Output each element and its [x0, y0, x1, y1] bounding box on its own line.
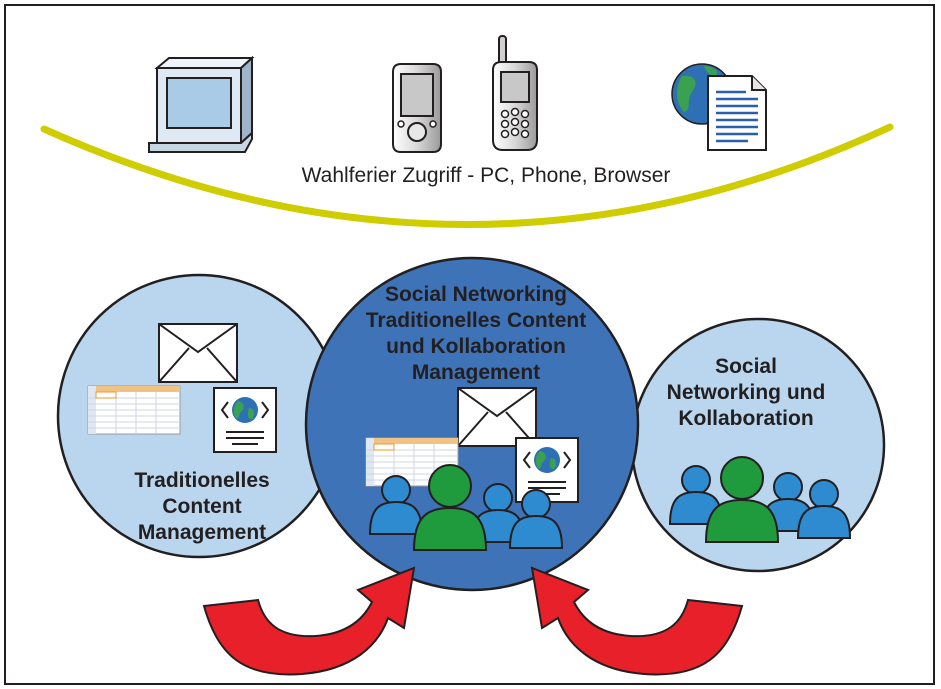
center-circle-label: Social Networking Traditionelles Content…	[336, 282, 616, 386]
center-label-line: Traditionelles Content	[365, 309, 587, 332]
center-label-line: Management	[411, 361, 541, 384]
right-label-line: Social	[715, 355, 777, 378]
diagram-canvas	[40, 35, 894, 676]
right-label-line: Kollaboration	[678, 407, 814, 430]
right-red-arrow	[530, 566, 744, 676]
center-label-line: Social Networking	[384, 283, 568, 306]
right-label-line: Networking und	[666, 381, 826, 404]
pda-icon	[392, 63, 442, 153]
diagram-frame: Wahlferier Zugriff - PC, Phone, Browser …	[4, 4, 935, 685]
center-label-line: und Kollaboration	[386, 335, 566, 358]
left-label-line: Content	[162, 495, 242, 518]
center-circle	[304, 256, 640, 592]
left-label-line: Traditionelles	[134, 469, 270, 492]
left-circle-label: Traditionelles Content Management	[92, 468, 312, 546]
access-arc	[40, 123, 894, 228]
web-document-icon	[671, 63, 767, 151]
desktop-computer-icon	[148, 55, 255, 153]
access-caption: Wahlferier Zugriff - PC, Phone, Browser	[301, 164, 671, 187]
mobile-phone-icon	[492, 35, 538, 151]
left-red-arrow	[202, 566, 416, 676]
left-label-line: Management	[137, 521, 267, 544]
right-circle-label: Social Networking und Kollaboration	[646, 354, 846, 432]
